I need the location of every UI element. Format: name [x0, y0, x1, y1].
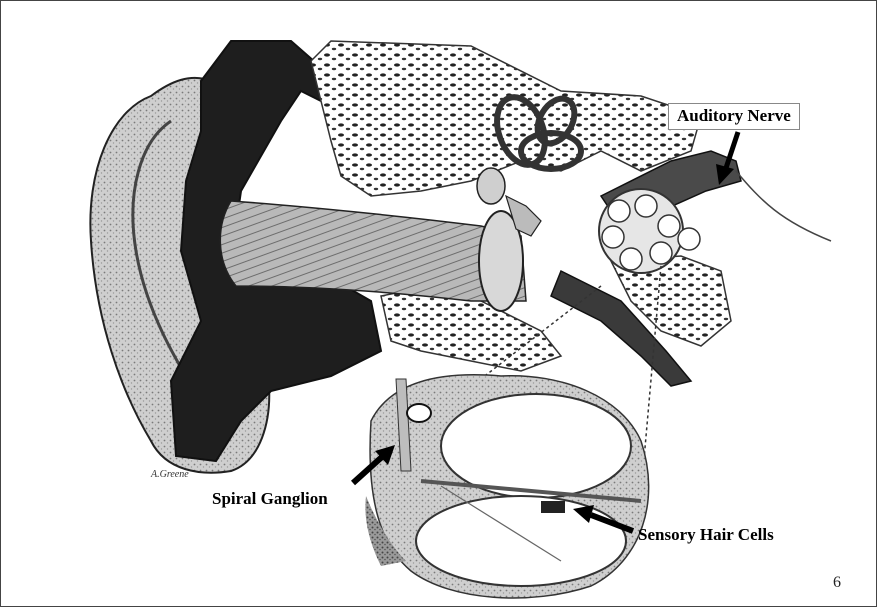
auditory-nerve-label: Auditory Nerve	[668, 103, 800, 130]
artist-signature: A.Greene	[151, 469, 189, 480]
sensory-hair-cells-label: Sensory Hair Cells	[638, 525, 774, 545]
cochlea-cross-section	[365, 375, 648, 598]
page-number: 6	[833, 574, 841, 592]
middle-ear	[477, 168, 541, 311]
spiral-ganglion-label: Spiral Ganglion	[212, 489, 328, 509]
